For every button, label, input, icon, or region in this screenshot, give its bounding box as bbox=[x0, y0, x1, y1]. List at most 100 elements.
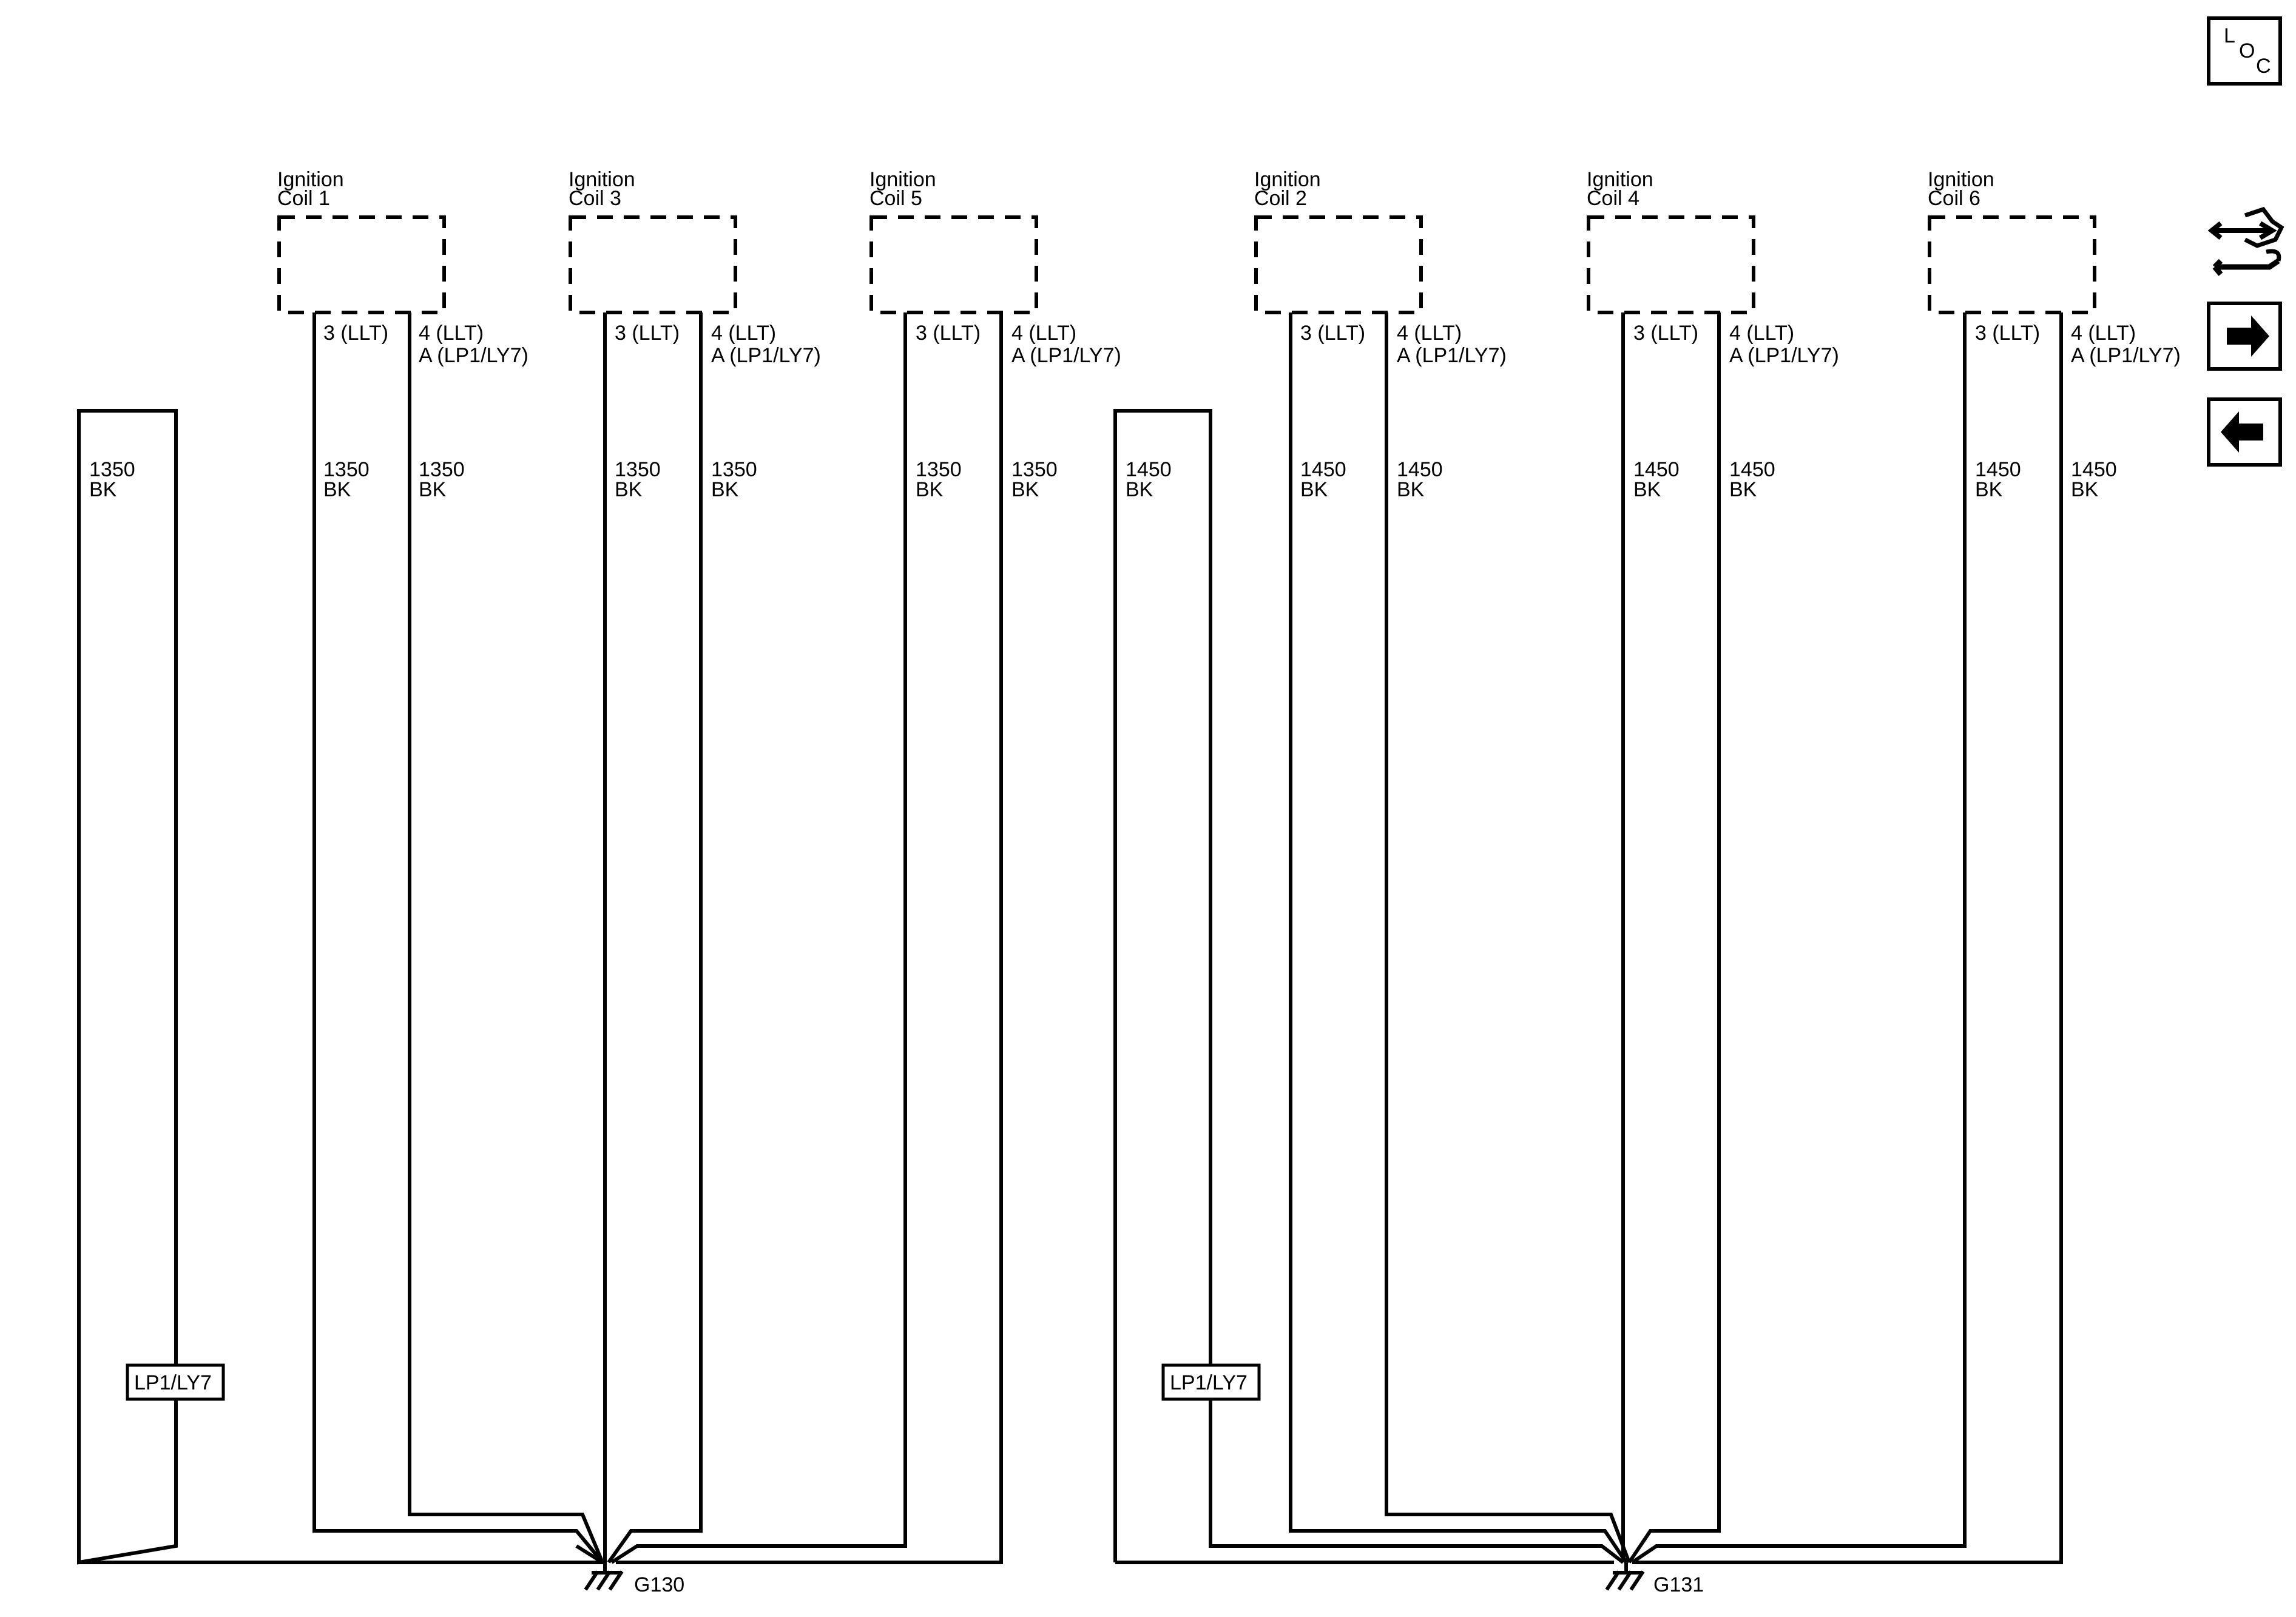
coil-name: Ignition bbox=[1587, 168, 1653, 191]
pin-label: 3 (LLT) bbox=[1975, 322, 2040, 345]
pin-label: A (LP1/LY7) bbox=[1729, 344, 1839, 367]
coil-name: Coil 4 bbox=[1587, 187, 1639, 210]
pin-label: A (LP1/LY7) bbox=[2071, 344, 2181, 367]
wire-number: 1450 bbox=[1975, 458, 2021, 481]
wire-number: 1350 bbox=[1011, 458, 1058, 481]
coil-component-box bbox=[1254, 215, 1423, 314]
wire-number: 1450 bbox=[1633, 458, 1680, 481]
wire-coil1-pin3 bbox=[312, 312, 604, 1564]
wire-coil6-pin4 bbox=[1632, 312, 2063, 1564]
wire-color: BK bbox=[323, 478, 351, 501]
pin-label: A (LP1/LY7) bbox=[1011, 344, 1121, 367]
wire-color: BK bbox=[1397, 478, 1425, 501]
coil-ignition-coil-1: Ignition Coil 1 3 (LLT) 4 (LLT) A (LP1/L… bbox=[277, 168, 604, 1564]
wire-color: BK bbox=[615, 478, 643, 501]
coil-component-box bbox=[569, 215, 737, 314]
coil-name: Ignition bbox=[569, 168, 635, 191]
coil-name: Ignition bbox=[1928, 168, 1994, 191]
wire-number: 1350 bbox=[615, 458, 661, 481]
pin-label: 4 (LLT) bbox=[1397, 322, 1462, 345]
wire-color: BK bbox=[1300, 478, 1328, 501]
wire-number: 1350 bbox=[419, 458, 465, 481]
ground-label: G130 bbox=[634, 1573, 684, 1596]
coil-name: Coil 6 bbox=[1928, 187, 1980, 210]
arrow-right-icon bbox=[2227, 316, 2269, 357]
pin-label: 3 (LLT) bbox=[916, 322, 981, 345]
wire-color: BK bbox=[711, 478, 739, 501]
coil-name: Ignition bbox=[277, 168, 344, 191]
pin-label: 4 (LLT) bbox=[419, 322, 484, 345]
ground-loop-wire-g131 bbox=[1113, 409, 1212, 1562]
coil-name: Ignition bbox=[1254, 168, 1321, 191]
pin-label: 4 (LLT) bbox=[1011, 322, 1076, 345]
wire-number: 1450 bbox=[1300, 458, 1346, 481]
ground-loop-wire-color: BK bbox=[1126, 478, 1153, 501]
loc-button[interactable]: L O C bbox=[2207, 16, 2282, 86]
next-page-button[interactable] bbox=[2207, 302, 2282, 371]
wire-number: 1350 bbox=[916, 458, 962, 481]
pin-label: 3 (LLT) bbox=[323, 322, 388, 345]
loc-letter: O bbox=[2239, 39, 2255, 62]
wire-coil1-pin4 bbox=[408, 312, 604, 1564]
coil-ignition-coil-6: Ignition Coil 6 3 (LLT) 4 (LLT) A (LP1/L… bbox=[1631, 168, 2181, 1564]
ground-loop-wire-color: BK bbox=[89, 478, 117, 501]
wire-color: BK bbox=[2071, 478, 2099, 501]
wire-coil4-pin4 bbox=[1627, 312, 1721, 1564]
coil-component-box bbox=[1587, 215, 1755, 314]
ground-loop-wire-number: 1350 bbox=[89, 458, 135, 481]
ground-symbol-g131 bbox=[1605, 1562, 1645, 1591]
coil-ignition-coil-2: Ignition Coil 2 3 (LLT) 4 (LLT) A (LP1/L… bbox=[1254, 168, 1631, 1564]
option-box-label: LP1/LY7 bbox=[134, 1371, 212, 1394]
ground-loop-wire-number: 1450 bbox=[1126, 458, 1172, 481]
pin-label: 4 (LLT) bbox=[2071, 322, 2136, 345]
pin-label: 4 (LLT) bbox=[711, 322, 776, 345]
wire-coil5-pin3 bbox=[610, 312, 907, 1564]
pin-label: A (LP1/LY7) bbox=[1397, 344, 1507, 367]
wire-number: 1450 bbox=[2071, 458, 2117, 481]
wire-coil3-pin4 bbox=[607, 312, 703, 1564]
pin-label: 3 (LLT) bbox=[1633, 322, 1698, 345]
ground-label: G131 bbox=[1653, 1573, 1704, 1596]
pin-label: 3 (LLT) bbox=[1300, 322, 1365, 345]
coil-name: Coil 2 bbox=[1254, 187, 1307, 210]
coil-name: Ignition bbox=[869, 168, 936, 191]
coil-name: Coil 3 bbox=[569, 187, 621, 210]
wire-number: 1450 bbox=[1397, 458, 1443, 481]
ground-group-g130: 1350 BK LP1/LY7 Ignition Coil 1 3 (LLT) … bbox=[77, 168, 1121, 1596]
wire-color: BK bbox=[916, 478, 944, 501]
wire-color: BK bbox=[1011, 478, 1039, 501]
arrow-left-icon bbox=[2221, 411, 2263, 453]
wire-color: BK bbox=[1729, 478, 1757, 501]
option-box-g131 bbox=[1161, 1363, 1261, 1401]
pin-label: A (LP1/LY7) bbox=[711, 344, 821, 367]
coil-ignition-coil-5: Ignition Coil 5 3 (LLT) 4 (LLT) A (LP1/L… bbox=[610, 168, 1121, 1564]
pin-label: 3 (LLT) bbox=[615, 322, 680, 345]
wire-coil5-pin4 bbox=[616, 312, 1003, 1564]
coil-name: Coil 5 bbox=[869, 187, 922, 210]
wire-coil2-pin3 bbox=[1289, 312, 1628, 1564]
coil-name: Coil 1 bbox=[277, 187, 330, 210]
coil-ignition-coil-4: Ignition Coil 4 3 (LLT) 4 (LLT) A (LP1/L… bbox=[1587, 168, 1839, 1564]
option-box-label: LP1/LY7 bbox=[1170, 1371, 1248, 1394]
wire-color: BK bbox=[1975, 478, 2003, 501]
ground-loop-wire-g131-lower bbox=[1209, 1399, 1624, 1564]
coil-ignition-coil-3: Ignition Coil 3 3 (LLT) 4 (LLT) A (LP1/L… bbox=[569, 168, 821, 1564]
wire-coil2-pin4 bbox=[1385, 312, 1631, 1564]
coil-component-box bbox=[1928, 215, 2096, 314]
ground-group-g131: 1450 BK LP1/LY7 Ignition Coil 2 3 (LLT) … bbox=[1113, 168, 2181, 1596]
loc-letter: C bbox=[2256, 55, 2271, 78]
wire-number: 1350 bbox=[323, 458, 370, 481]
wire-color: BK bbox=[1633, 478, 1661, 501]
previous-page-button[interactable] bbox=[2207, 397, 2282, 467]
wire-coil6-pin3 bbox=[1631, 312, 1967, 1564]
ground-symbol-g130 bbox=[584, 1562, 624, 1591]
pin-label: 4 (LLT) bbox=[1729, 322, 1794, 345]
wire-number: 1350 bbox=[711, 458, 757, 481]
coil-component-box bbox=[869, 215, 1038, 314]
loc-letter: L bbox=[2224, 24, 2235, 47]
pin-label: A (LP1/LY7) bbox=[419, 344, 528, 367]
wire-number: 1450 bbox=[1729, 458, 1775, 481]
connector-repair-icon[interactable] bbox=[2207, 206, 2284, 276]
coil-component-box bbox=[277, 215, 446, 314]
